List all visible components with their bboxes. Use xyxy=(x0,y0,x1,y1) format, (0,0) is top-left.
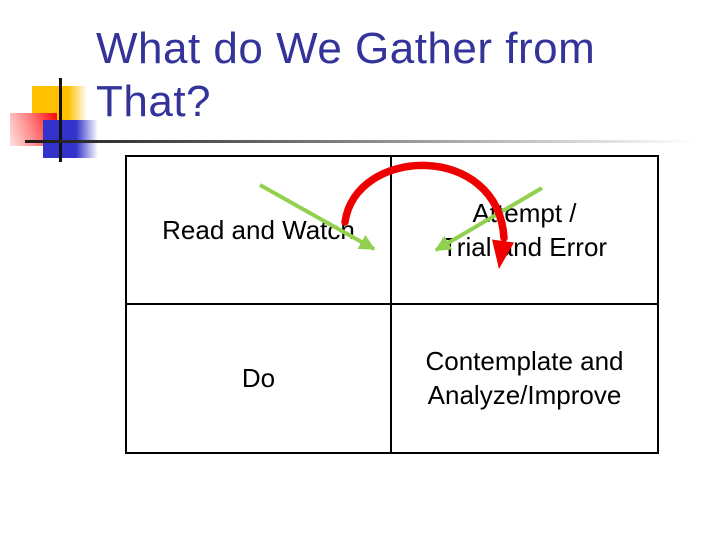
cell-text-line: Trial and Error xyxy=(441,231,608,262)
table-cell-contemplate-analyze-improve: Contemplate and Analyze/Improve xyxy=(392,305,657,453)
slide-title-line-2: That? xyxy=(96,77,212,126)
quadrant-table: Read and Watch Attempt / Trial and Error… xyxy=(125,155,659,454)
decor-vertical-line xyxy=(59,78,62,162)
decor-blue-square xyxy=(43,120,98,158)
cell-text-line: Analyze/Improve xyxy=(427,380,622,411)
title-underline-rule xyxy=(25,140,697,143)
cell-text-line: Contemplate and xyxy=(425,346,624,377)
slide-title-line-1: What do We Gather from xyxy=(96,24,596,73)
slide-title: What do We Gather from That? xyxy=(96,22,595,128)
table-cell-read-and-watch: Read and Watch xyxy=(127,157,392,305)
cell-text-line: Do xyxy=(241,363,276,394)
cell-text-line: Attempt / xyxy=(472,197,577,228)
table-cell-do: Do xyxy=(127,304,392,452)
cell-text-line: Read and Watch xyxy=(162,214,355,245)
table-cell-attempt-trial-and-error: Attempt / Trial and Error xyxy=(392,157,657,305)
